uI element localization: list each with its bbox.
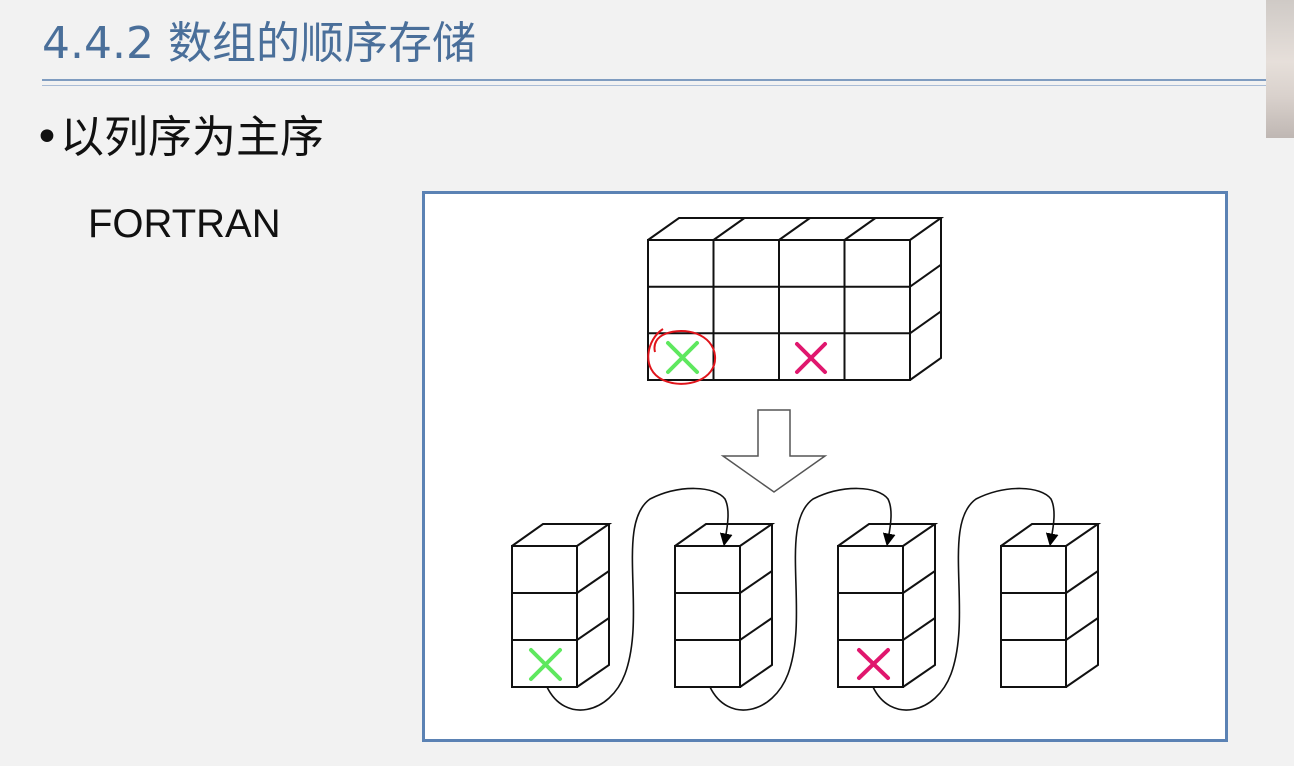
column-prism-4 [1000, 523, 1102, 688]
diagram-panel [422, 191, 1228, 742]
slide-title: 4.4.2 数组的顺序存储 [42, 18, 476, 69]
red-circle-annotation [647, 328, 717, 385]
column-prism-1 [511, 523, 613, 688]
column-prism-3 [837, 523, 939, 688]
title-rule-secondary [42, 85, 1266, 86]
presenter-video-thumbnail [1266, 0, 1294, 138]
down-arrow [720, 409, 828, 493]
array-grid-3x4 [647, 217, 945, 381]
order-connector-curves [546, 487, 1059, 711]
column-red-x-mark [857, 648, 890, 680]
bullet-text: •以列序为主序 [34, 112, 324, 163]
red-x-mark [795, 342, 827, 374]
column-major-diagram [511, 217, 1102, 711]
column-green-x-mark [529, 648, 562, 681]
green-x-mark [666, 341, 699, 374]
language-label: FORTRAN [88, 202, 281, 246]
title-rule-primary [42, 79, 1266, 81]
column-prism-2 [674, 523, 776, 688]
